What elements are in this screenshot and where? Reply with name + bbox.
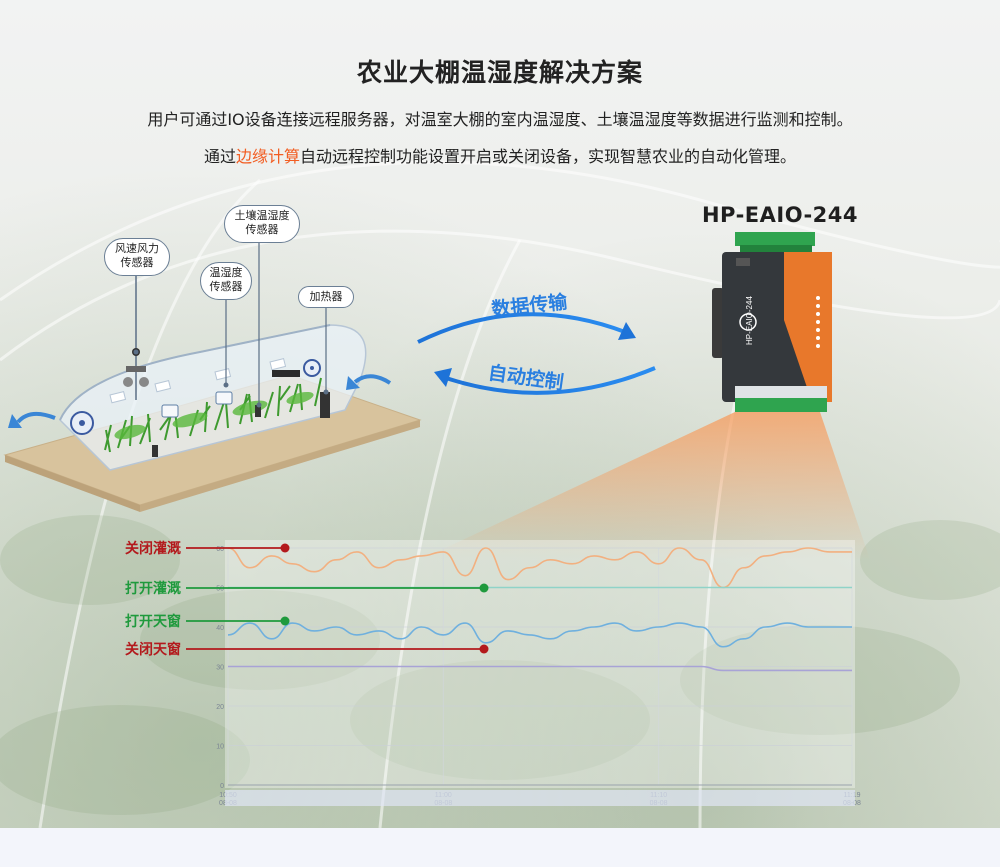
y-tick-label: 50 [216, 586, 224, 593]
air-sensor-label-line-1: 温湿度 [209, 266, 243, 279]
chart-series-line-4 [228, 665, 852, 672]
y-tick-label: 0 [220, 783, 224, 790]
callout-marker [479, 583, 489, 593]
soil-sensor-label: 土壤温湿度 传感器 [224, 205, 300, 243]
air-sensor-label: 温湿度 传感器 [200, 262, 252, 300]
page-title: 农业大棚温湿度解决方案 [356, 58, 643, 87]
description-line-2-prefix: 通过 [203, 147, 236, 166]
chart-series-line-1 [227, 547, 852, 589]
callout-marker [280, 616, 290, 626]
heater-label: 加热器 [298, 286, 354, 308]
y-tick-label: 10 [216, 744, 224, 751]
callout-label: 打开灌溉 [125, 580, 181, 596]
description-line-2: 通过边缘计算自动远程控制功能设置开启或关闭设备，实现智慧农业的自动化管理。 [0, 143, 1000, 167]
wind-sensor-label-line-1: 风速风力 [115, 242, 159, 255]
chart-series-line-3 [227, 622, 852, 648]
greenhouse-frame-background [0, 515, 1000, 815]
fan-icon-right [303, 359, 321, 377]
callout-label: 打开天窗 [125, 613, 181, 629]
y-tick-label: 20 [216, 704, 224, 711]
y-tick-label: 40 [216, 625, 224, 632]
wind-sensor-icon [123, 272, 149, 400]
callout-label: 关闭天窗 [125, 641, 181, 657]
callout-label: 关闭灌溉 [125, 540, 181, 556]
page-background: 农业大棚温湿度解决方案 用户可通过IO设备连接远程服务器，对温室大棚的室内温湿度… [0, 0, 1000, 828]
y-tick-label: 60 [216, 546, 224, 553]
y-tick-label: 30 [216, 665, 224, 672]
soil-sensor-label-line-1: 土壤温湿度 [234, 209, 290, 222]
wind-sensor-label: 风速风力 传感器 [104, 238, 170, 276]
greenhouse-illustration [3, 242, 422, 512]
description-line-2-suffix: 自动远程控制功能设置开启或关闭设备，实现智慧农业的自动化管理。 [300, 147, 797, 166]
air-sensor-label-line-2: 传感器 [209, 280, 243, 293]
data-flow-arrows: 数据传输 自动控制 [417, 290, 656, 395]
upload-arrow-head [618, 322, 636, 340]
control-arrow-head [434, 368, 452, 387]
wind-sensor-label-line-2: 传感器 [120, 256, 154, 269]
chart-scrollbar-track[interactable] [225, 790, 855, 806]
device-body-label: HP-EAIO-244 [745, 296, 754, 345]
io-device-illustration: HP-EAIO-244 [420, 232, 870, 560]
device-logo-icon [739, 313, 757, 331]
fan-icon-left [70, 411, 94, 435]
monitoring-line-chart: 010203040506010:5008-0811:0008-0811:1008… [125, 540, 861, 807]
callout-marker [280, 543, 290, 553]
edge-computing-highlight: 边缘计算 [235, 147, 300, 166]
callout-marker [479, 644, 489, 654]
description-line-1: 用户可通过IO设备连接远程服务器，对温室大棚的室内温湿度、土壤温湿度等数据进行监… [147, 110, 853, 129]
chart-plot-area [225, 540, 855, 788]
device-model-name: HP-EAIO-244 [701, 203, 859, 227]
footer-band [0, 828, 1000, 867]
soil-sensor-label-line-2: 传感器 [245, 223, 279, 236]
